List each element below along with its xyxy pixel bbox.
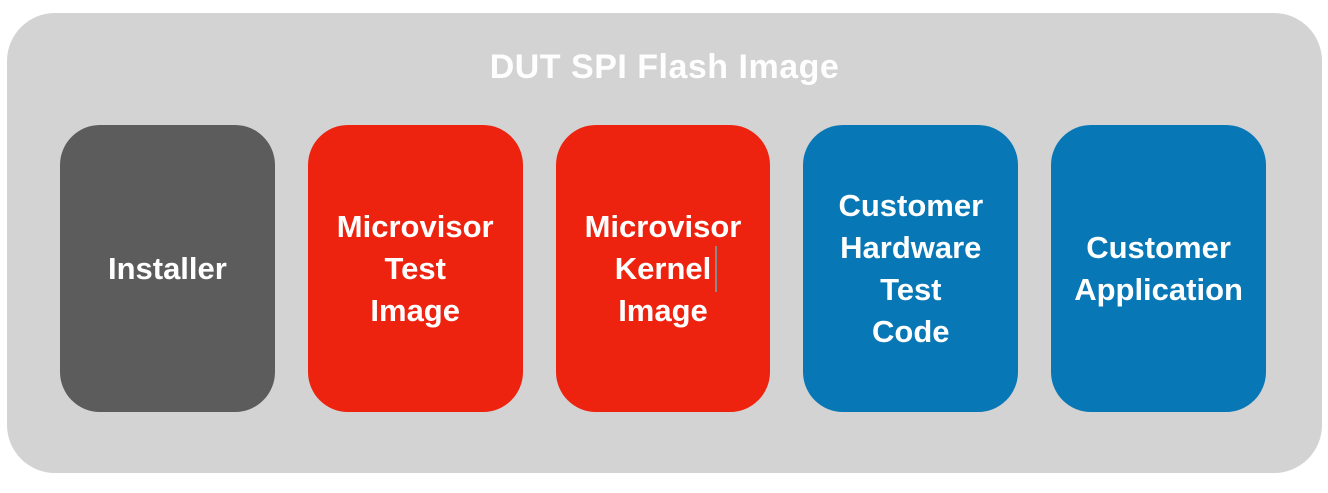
block-label-line: Image xyxy=(370,292,460,328)
block-customer-hardware-test-code: Customer Hardware Test Code xyxy=(803,125,1019,412)
block-row: Installer Microvisor Test Image Microvis… xyxy=(60,125,1266,412)
block-label-line: Test xyxy=(384,250,446,286)
block-microvisor-kernel-image: Microvisor Kernel Image xyxy=(555,125,771,412)
block-label-line: Installer xyxy=(107,250,227,286)
block-label-line: Microvisor xyxy=(336,208,494,244)
block-label-line: Customer xyxy=(838,187,984,223)
block-label-line: Code xyxy=(872,313,950,349)
block-label-line: Test xyxy=(880,271,942,307)
text-cursor xyxy=(715,245,718,292)
block-label-line: Application xyxy=(1074,271,1243,307)
block-label-line: Customer xyxy=(1086,229,1231,265)
block-customer-application: Customer Application xyxy=(1051,125,1266,412)
block-label-line: Microvisor xyxy=(584,208,742,244)
block-label-line: Hardware xyxy=(840,229,982,265)
block-label-line: Image xyxy=(618,292,708,328)
block-installer: Installer xyxy=(60,125,275,412)
block-label-line: Kernel xyxy=(615,245,718,292)
block-microvisor-test-image: Microvisor Test Image xyxy=(307,125,523,412)
diagram-title: DUT SPI Flash Image xyxy=(489,48,840,86)
dut-spi-flash-image-container: DUT SPI Flash Image Installer Microvisor… xyxy=(7,13,1322,473)
